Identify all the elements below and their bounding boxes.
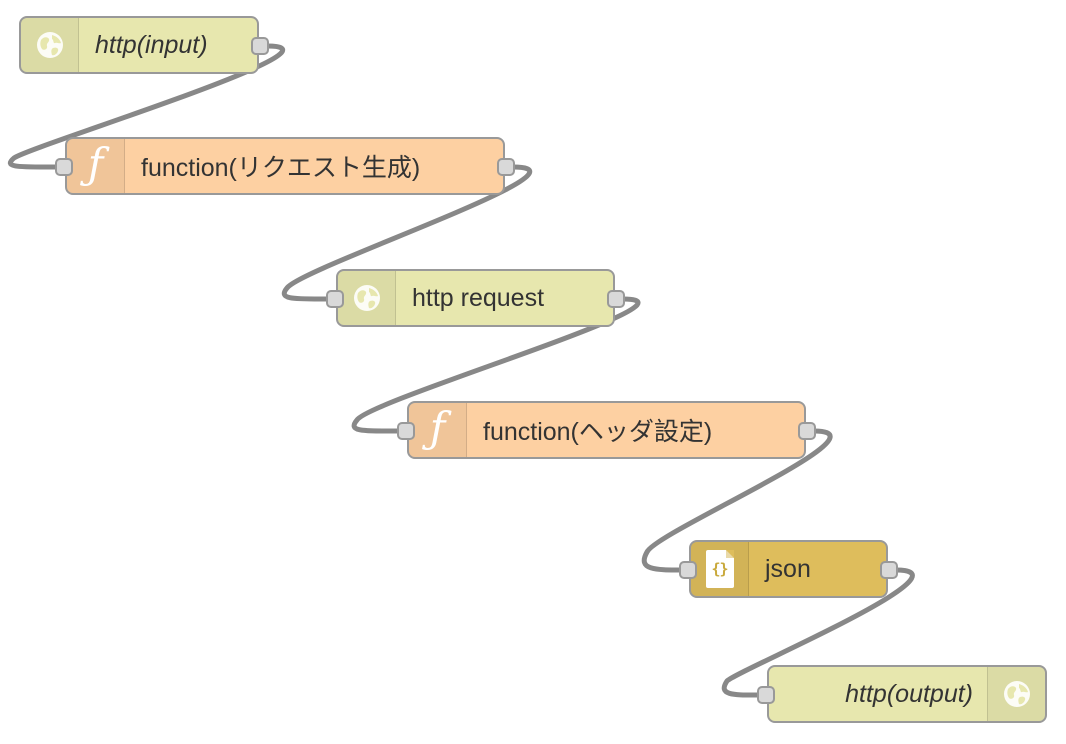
function-request-node-output-port[interactable]	[497, 158, 515, 176]
function-header-node-input-port[interactable]	[397, 422, 415, 440]
json-node-input-port[interactable]	[679, 561, 697, 579]
http-request-node[interactable]: http request	[326, 269, 625, 327]
function-icon: ƒ	[87, 139, 104, 188]
http-output-node-input-port[interactable]	[757, 686, 775, 704]
globe-icon	[353, 285, 380, 311]
json-node[interactable]: {} json	[679, 540, 898, 598]
json-file-icon-glyph: {}	[711, 560, 728, 578]
function-header-node-label: function(ヘッダ設定)	[483, 418, 713, 446]
json-file-icon: {}	[705, 550, 734, 588]
http-input-node-output-port[interactable]	[251, 37, 269, 55]
function-request-node-input-port[interactable]	[55, 158, 73, 176]
function-header-node[interactable]: ƒ function(ヘッダ設定)	[397, 401, 816, 459]
http-request-node-input-port[interactable]	[326, 290, 344, 308]
http-request-node-output-port[interactable]	[607, 290, 625, 308]
json-node-output-port[interactable]	[880, 561, 898, 579]
function-icon: ƒ	[429, 403, 446, 452]
globe-icon	[1003, 681, 1030, 707]
wire-function-header-to-json[interactable]	[641, 428, 833, 573]
http-input-node-label: http(input)	[95, 30, 208, 59]
function-header-node-icon-box: ƒ	[409, 403, 467, 457]
http-output-node-label: http(output)	[845, 679, 973, 708]
wire-http-in-to-function-request[interactable]	[7, 43, 285, 170]
http-output-node-icon-box	[987, 667, 1045, 721]
wire-function-request-to-http-request[interactable]	[281, 164, 533, 302]
json-node-icon-box: {}	[691, 542, 749, 596]
function-request-node-label: function(リクエスト生成)	[141, 154, 421, 182]
globe-icon	[36, 32, 63, 58]
http-request-node-icon-box	[338, 271, 396, 325]
function-request-node-icon-box: ƒ	[67, 139, 125, 193]
http-request-node-label: http request	[412, 283, 545, 312]
wire-json-to-http-out[interactable]	[721, 567, 915, 698]
json-node-label: json	[765, 554, 811, 583]
wire-http-request-to-function-header[interactable]	[351, 296, 641, 434]
http-output-node[interactable]: http(output)	[757, 665, 1047, 723]
http-input-node-icon-box	[21, 18, 79, 72]
function-request-node[interactable]: ƒ function(リクエスト生成)	[55, 137, 515, 195]
http-input-node[interactable]: http(input)	[19, 16, 269, 74]
function-header-node-output-port[interactable]	[798, 422, 816, 440]
